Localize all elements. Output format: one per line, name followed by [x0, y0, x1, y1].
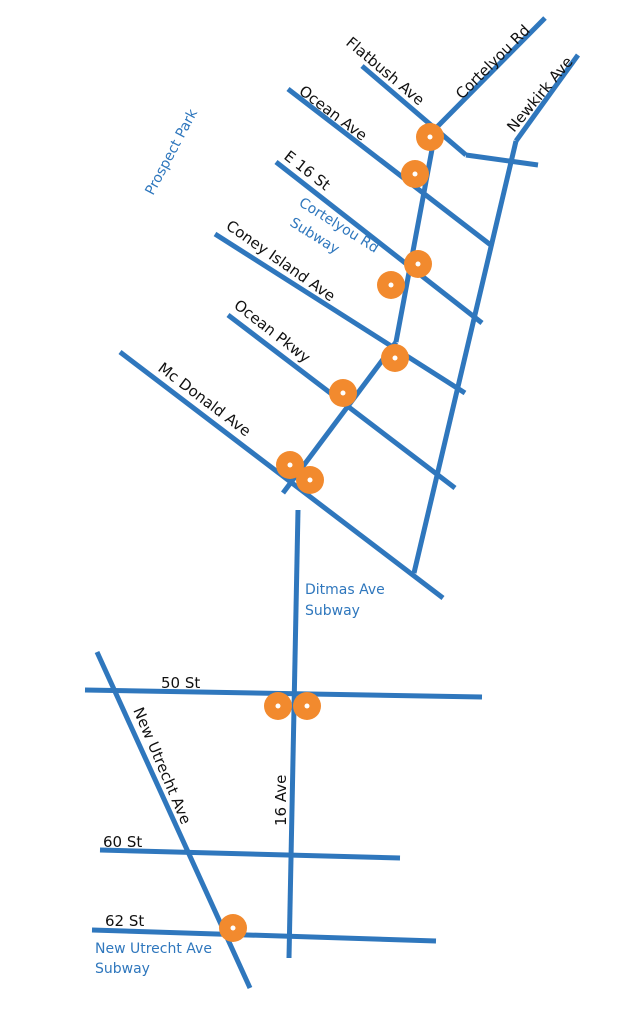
flatbush-ave-line [360, 64, 468, 157]
station-marker[interactable] [219, 914, 247, 942]
62-st-label: 62 St [105, 912, 144, 930]
cortelyou-rd-line [434, 16, 547, 130]
16-ave-label: 16 Ave [272, 775, 290, 826]
coney-island-ave-label: Coney Island Ave [223, 217, 339, 306]
station-marker[interactable] [276, 451, 304, 479]
cortelyou-rd-label: Cortelyou Rd [452, 21, 534, 103]
flatbush-ave-east-line [465, 152, 539, 168]
station-marker[interactable] [401, 160, 429, 188]
62-st-line [91, 927, 437, 944]
new-utrecht-subway-label-line2: Subway [95, 961, 150, 977]
ditmas-subway-label-line1: Ditmas Ave [305, 582, 385, 598]
station-marker[interactable] [416, 123, 444, 151]
newkirk-ave-south-line [411, 140, 519, 574]
ocean-ave-label: Ocean Ave [296, 82, 371, 145]
new-utrecht-subway-label-line1: New Utrecht Ave [95, 941, 212, 957]
station-marker[interactable] [296, 466, 324, 494]
50-st-label: 50 St [161, 674, 200, 692]
station-marker[interactable] [264, 692, 292, 720]
prospect-park-label: Prospect Park [142, 106, 201, 198]
station-marker[interactable] [404, 250, 432, 278]
ave-16-line [286, 509, 301, 959]
60-st-line [99, 847, 401, 861]
flatbush-ave-label: Flatbush Ave [342, 33, 427, 109]
newkirk-ave-label: Newkirk Ave [503, 53, 576, 136]
ocean-ave-line [286, 87, 494, 248]
station-markers [219, 123, 444, 942]
mc-donald-ave-label: Mc Donald Ave [155, 359, 255, 440]
station-marker[interactable] [381, 344, 409, 372]
coney-island-ave-line [213, 231, 467, 396]
60-st-label: 60 St [103, 833, 142, 851]
station-marker[interactable] [329, 379, 357, 407]
new-utrecht-ave-label: New Utrecht Ave [129, 705, 195, 827]
newkirk-ave-line [513, 53, 581, 143]
ditmas-subway-label-line2: Subway [305, 603, 360, 619]
station-marker[interactable] [377, 271, 405, 299]
cortelyou-subway-line-north [393, 127, 439, 343]
e-16-st-line [274, 160, 484, 325]
ocean-pkwy-label: Ocean Pkwy [231, 296, 314, 367]
station-marker[interactable] [293, 692, 321, 720]
